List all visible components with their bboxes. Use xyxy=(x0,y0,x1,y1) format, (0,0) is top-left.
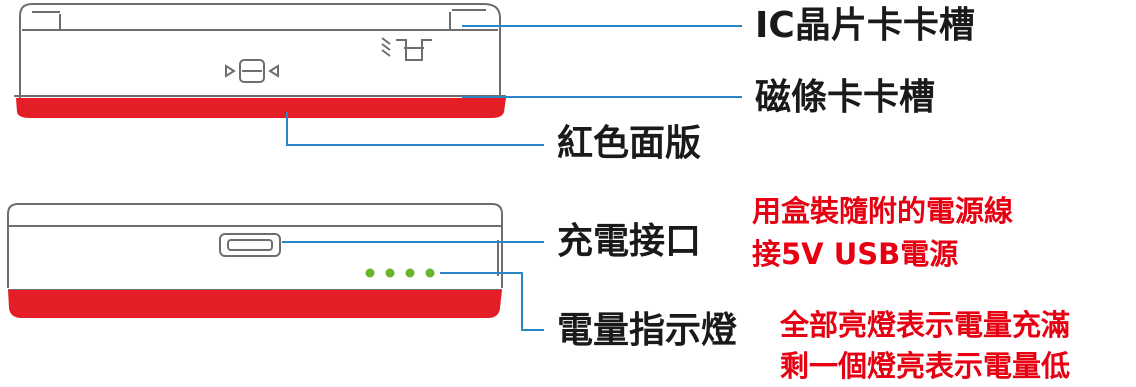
charge-note-line2: 接5V USB電源 xyxy=(752,237,959,271)
led-indicators xyxy=(365,268,435,278)
charging-port-label: 充電接口 xyxy=(557,221,702,262)
device-side-view xyxy=(7,203,503,291)
device-front-view xyxy=(14,3,506,112)
ic-card-slot-label: IC晶片卡卡槽 xyxy=(755,5,975,46)
callout-lines xyxy=(282,25,742,331)
battery-indicator-label: 電量指示燈 xyxy=(557,310,738,351)
charging-port xyxy=(219,233,281,257)
battery-led xyxy=(405,268,415,278)
battery-led xyxy=(365,268,375,278)
charge-note-line1: 用盒裝隨附的電源線 xyxy=(752,194,1014,228)
battery-led xyxy=(385,268,395,278)
double-arrow-icon xyxy=(225,59,279,83)
card-insert-icon xyxy=(381,37,432,61)
red-panel-front xyxy=(16,98,506,118)
red-panel-side xyxy=(8,290,502,318)
magnetic-card-slot-label: 磁條卡卡槽 xyxy=(755,77,936,118)
battery-note-line2: 剩一個燈亮表示電量低 xyxy=(780,349,1071,383)
battery-led xyxy=(425,268,435,278)
battery-note-line1: 全部亮燈表示電量充滿 xyxy=(780,308,1071,342)
red-panel-label: 紅色面版 xyxy=(557,123,702,164)
